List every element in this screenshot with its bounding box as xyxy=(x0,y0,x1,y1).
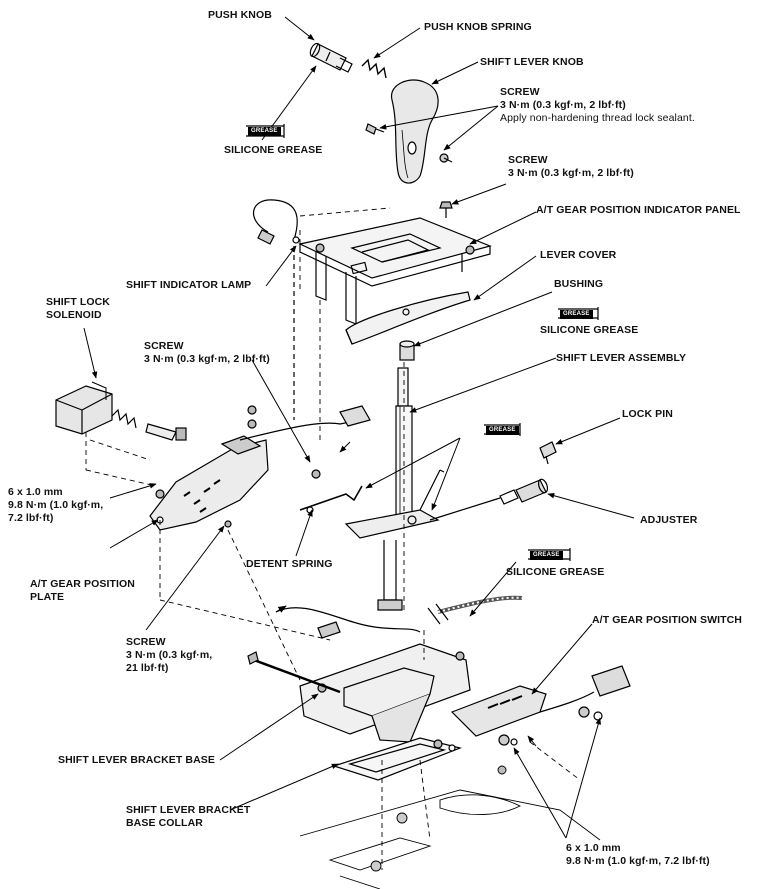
bolt-bottom-line-1: 6 x 1.0 mm xyxy=(566,842,621,854)
label-screw-bottom: SCREW 3 N·m (0.3 kgf·m, 21 lbf·ft) xyxy=(126,636,212,675)
screw-bottom-line-1: SCREW xyxy=(126,636,166,648)
position-plate-part xyxy=(149,405,371,531)
lever-cover-part xyxy=(345,291,471,345)
label-bolt-bottom: 6 x 1.0 mm 9.8 N·m (1.0 kgf·m, 7.2 lbf·f… xyxy=(566,842,710,868)
label-push-knob-spring: PUSH KNOB SPRING xyxy=(424,21,532,33)
shift-lock-solenoid-line-1: SHIFT LOCK xyxy=(46,296,110,308)
knob-screws xyxy=(365,123,453,218)
label-indicator-panel: A/T GEAR POSITION INDICATOR PANEL xyxy=(536,204,741,216)
bolt-bottom-line-2: 9.8 N·m (1.0 kgf·m, 7.2 lbf·ft) xyxy=(566,855,710,867)
label-shift-lever-assembly: SHIFT LEVER ASSEMBLY xyxy=(556,352,687,364)
grease-tag-top: GREASE xyxy=(248,127,281,136)
label-bolt-plate: 6 x 1.0 mm 9.8 N·m (1.0 kgf·m, 7.2 lbf·f… xyxy=(8,486,103,525)
label-silicone-grease-top: SILICONE GREASE xyxy=(224,144,323,156)
shift-lever-knob-part xyxy=(391,79,439,184)
leader-lines xyxy=(83,16,635,839)
shift-cable-part xyxy=(275,595,523,639)
label-position-switch: A/T GEAR POSITION SWITCH xyxy=(592,614,742,626)
bolt-plate-line-3: 7.2 lbf·ft) xyxy=(8,512,54,524)
label-shift-lever-knob: SHIFT LEVER KNOB xyxy=(480,56,584,68)
bracket-base-part xyxy=(247,643,471,743)
indicator-panel-part xyxy=(298,217,492,325)
screw-panel-title: SCREW xyxy=(508,154,548,166)
adjuster-part xyxy=(429,478,549,521)
screw-bottom-line-2: 3 N·m (0.3 kgf·m, xyxy=(126,649,213,661)
label-lever-cover: LEVER COVER xyxy=(540,249,617,261)
push-knob-spring-part xyxy=(361,58,387,79)
bracket-collar-line-1: SHIFT LEVER BRACKET xyxy=(126,804,251,816)
label-screw-left: SCREW 3 N·m (0.3 kgf·m, 2 lbf·ft) xyxy=(144,340,270,366)
screw-left-title: SCREW xyxy=(144,340,184,352)
screw-bottom-line-3: 21 lbf·ft) xyxy=(126,662,169,674)
label-push-knob: PUSH KNOB xyxy=(208,9,272,21)
grease-tag-bushing: GREASE xyxy=(560,310,593,319)
alignment-lines xyxy=(85,207,581,870)
shift-lock-solenoid-line-2: SOLENOID xyxy=(46,309,102,321)
screw-knob-title: SCREW xyxy=(500,86,540,98)
label-bracket-collar: SHIFT LEVER BRACKET BASE COLLAR xyxy=(126,804,250,830)
floor-outline xyxy=(299,765,601,889)
label-shift-indicator-lamp: SHIFT INDICATOR LAMP xyxy=(126,279,252,291)
label-shift-lock-solenoid: SHIFT LOCK SOLENOID xyxy=(46,296,110,322)
label-silicone-grease-bushing: SILICONE GREASE xyxy=(540,324,639,336)
position-plate-line-1: A/T GEAR POSITION xyxy=(30,578,135,590)
bracket-collar-line-2: BASE COLLAR xyxy=(126,817,203,829)
screw-left-torque: 3 N·m (0.3 kgf·m, 2 lbf·ft) xyxy=(144,353,270,365)
grease-tag-mid: GREASE xyxy=(530,551,563,560)
label-adjuster: ADJUSTER xyxy=(640,514,698,526)
label-detent-spring: DETENT SPRING xyxy=(246,558,333,570)
bolt-plate-line-1: 6 x 1.0 mm xyxy=(8,486,63,498)
bolt-plate-line-2: 9.8 N·m (1.0 kgf·m, xyxy=(8,499,104,511)
position-switch-part xyxy=(450,665,631,746)
label-screw-knob: SCREW 3 N·m (0.3 kgf·m, 2 lbf·ft) Apply … xyxy=(500,86,695,125)
screw-knob-note: Apply non-hardening thread lock sealant. xyxy=(500,112,695,124)
push-knob-part xyxy=(309,42,353,73)
lock-pin-part xyxy=(539,441,557,465)
bushing-part xyxy=(399,340,415,361)
label-position-plate: A/T GEAR POSITION PLATE xyxy=(30,578,135,604)
position-plate-line-2: PLATE xyxy=(30,591,65,603)
label-lock-pin: LOCK PIN xyxy=(622,408,673,420)
label-screw-panel: SCREW 3 N·m (0.3 kgf·m, 2 lbf·ft) xyxy=(508,154,634,180)
screw-knob-torque: 3 N·m (0.3 kgf·m, 2 lbf·ft) xyxy=(500,99,626,111)
grease-tag-lever: GREASE xyxy=(486,426,519,435)
screw-panel-torque: 3 N·m (0.3 kgf·m, 2 lbf·ft) xyxy=(508,167,634,179)
label-bushing: BUSHING xyxy=(554,278,604,290)
indicator-lamp-part xyxy=(252,199,300,420)
label-silicone-grease-mid: SILICONE GREASE xyxy=(506,566,605,578)
bracket-collar-part xyxy=(332,737,462,781)
shift-lock-solenoid-part xyxy=(55,381,187,441)
label-bracket-base: SHIFT LEVER BRACKET BASE xyxy=(58,754,215,766)
detent-spring-part xyxy=(299,469,363,514)
